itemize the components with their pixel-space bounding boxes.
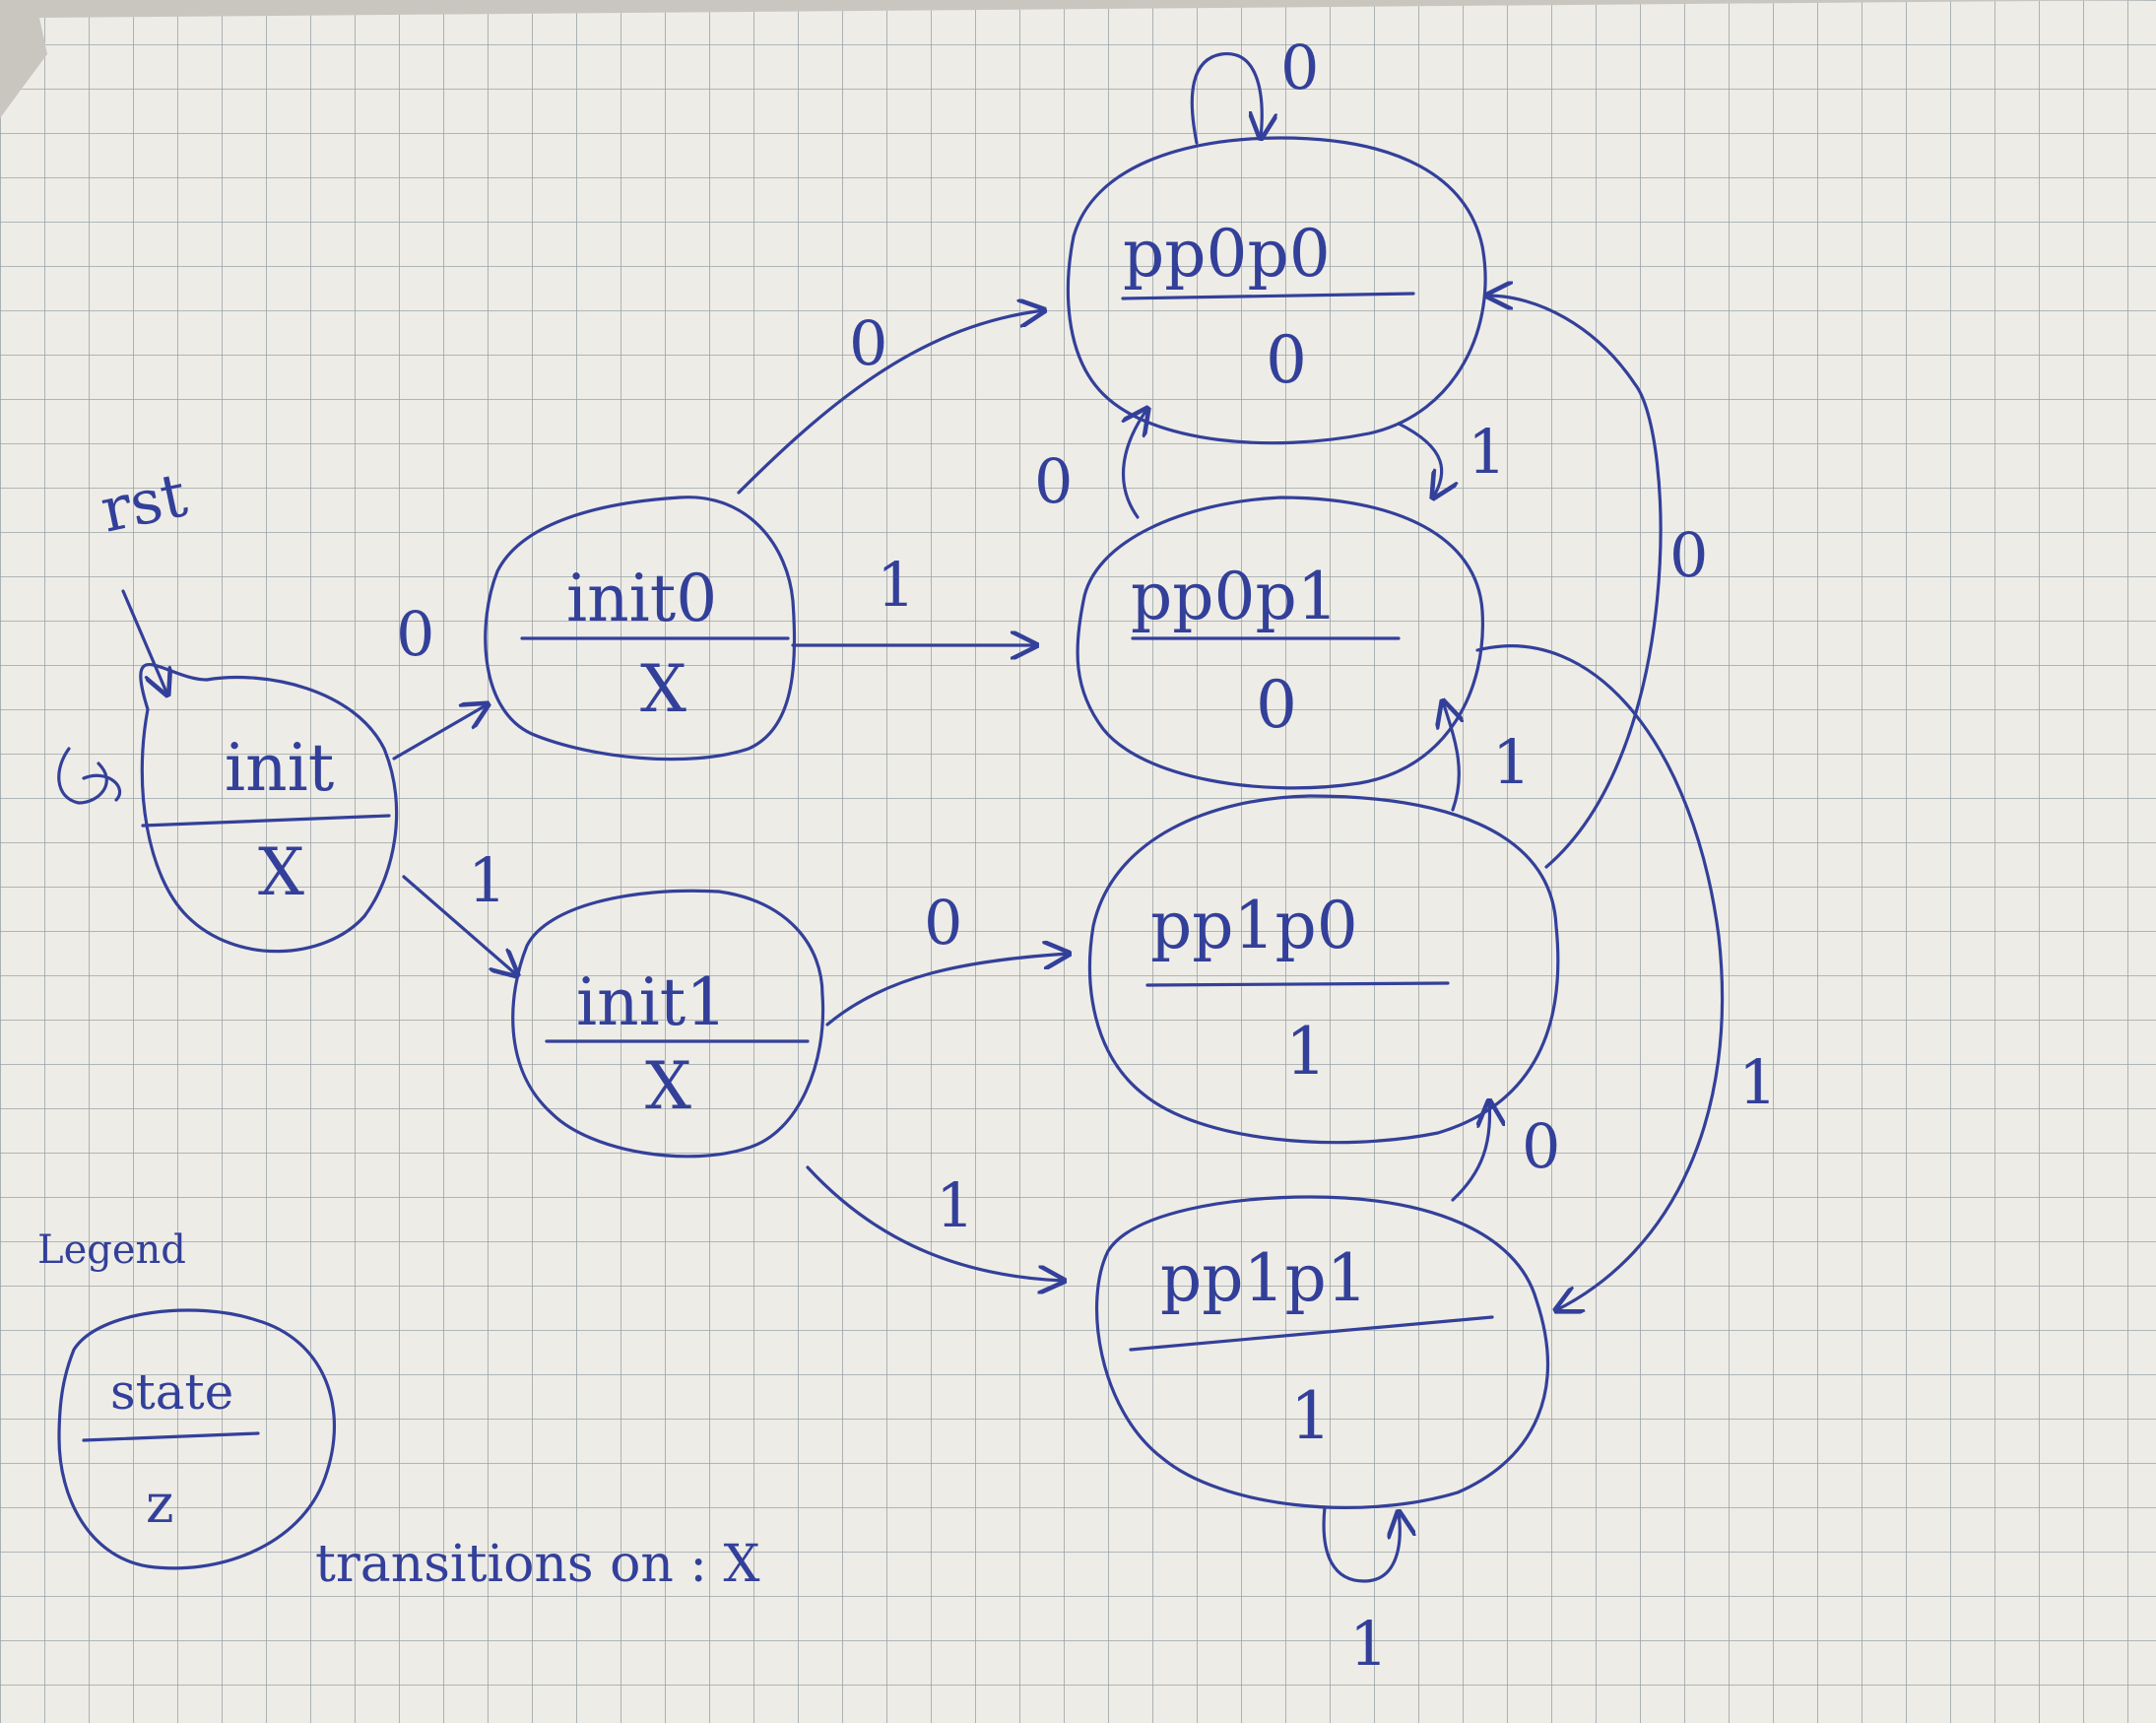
state-init0-name: init0	[566, 561, 717, 636]
state-pp1p1: pp1p1 1	[1094, 1195, 1549, 1509]
transition-init-init0: 0	[392, 598, 488, 761]
transition-init0-pp0p0-label: 0	[849, 307, 887, 379]
state-pp0p1-name: pp0p1	[1131, 559, 1339, 634]
transition-pp0p0-self-label: 0	[1280, 32, 1319, 103]
state-init1-output: X	[645, 1048, 691, 1124]
legend-title: Legend	[37, 1227, 186, 1273]
legend-state-label: state	[110, 1363, 233, 1421]
reset-label: rst	[95, 458, 193, 546]
transition-init1-pp1p0-label: 0	[924, 887, 962, 959]
reset-arrow: rst	[57, 458, 193, 805]
legend: Legend state z transitions on : X	[37, 1227, 760, 1594]
transition-pp1p1-self-label: 1	[1349, 1608, 1388, 1680]
transition-pp0p1-pp0p0: 0	[1034, 409, 1147, 519]
transition-pp0p1-pp1p1: 1	[1475, 644, 1777, 1310]
state-pp1p1-output: 1	[1290, 1378, 1332, 1454]
transition-pp0p0-pp0p1-label: 1	[1468, 416, 1506, 488]
transition-pp1p0-pp0p1: 1	[1443, 701, 1531, 812]
transition-init-init1: 1	[402, 844, 517, 975]
state-pp0p0-output: 0	[1266, 322, 1307, 398]
state-init1-name: init1	[576, 964, 727, 1040]
legend-transitions-text: transitions on : X	[315, 1535, 760, 1594]
transition-pp1p1-pp1p0: 0	[1451, 1101, 1560, 1202]
transition-init-init0-label: 0	[396, 598, 434, 670]
state-pp1p0: pp1p0 1	[1087, 794, 1560, 1145]
transition-init-init1-label: 1	[468, 844, 506, 916]
transition-pp0p1-pp0p0-label: 0	[1034, 445, 1073, 517]
state-pp1p1-name: pp1p1	[1160, 1240, 1368, 1316]
transition-pp0p1-pp1p1-label: 1	[1738, 1046, 1777, 1118]
transition-init1-pp1p1-label: 1	[936, 1169, 974, 1241]
transition-init1-pp1p0: 0	[825, 887, 1069, 1027]
state-pp1p0-name: pp1p0	[1150, 888, 1358, 963]
transition-pp1p1-pp1p0-label: 0	[1522, 1110, 1560, 1182]
transition-pp0p0-pp0p1: 1	[1397, 416, 1506, 497]
transition-pp0p0-self: 0	[1190, 32, 1319, 145]
transition-init0-pp0p1: 1	[791, 549, 1036, 645]
transition-pp1p0-pp0p0-label: 0	[1669, 519, 1708, 591]
transition-pp1p1-self: 1	[1322, 1505, 1400, 1680]
transition-init0-pp0p0: 0	[737, 307, 1044, 495]
state-init0-output: X	[640, 651, 686, 727]
transition-pp1p0-pp0p0: 0	[1487, 296, 1708, 869]
state-init-name: init	[225, 730, 334, 806]
state-pp1p0-output: 1	[1285, 1014, 1327, 1090]
state-init-output: X	[258, 834, 304, 910]
state-pp0p1-output: 0	[1256, 667, 1297, 743]
legend-output-label: z	[146, 1473, 173, 1535]
state-pp0p0-name: pp0p0	[1123, 216, 1331, 292]
state-init0: init0 X	[484, 496, 797, 762]
transition-pp1p0-pp0p1-label: 1	[1492, 726, 1531, 798]
state-pp0p0: pp0p0 0	[1066, 136, 1487, 445]
state-init: init X	[139, 663, 399, 954]
transition-init0-pp0p1-label: 1	[877, 549, 915, 621]
transition-init1-pp1p1: 1	[806, 1165, 1064, 1281]
state-pp0p1: pp0p1 0	[1076, 496, 1485, 790]
state-init1: init1 X	[511, 889, 825, 1159]
